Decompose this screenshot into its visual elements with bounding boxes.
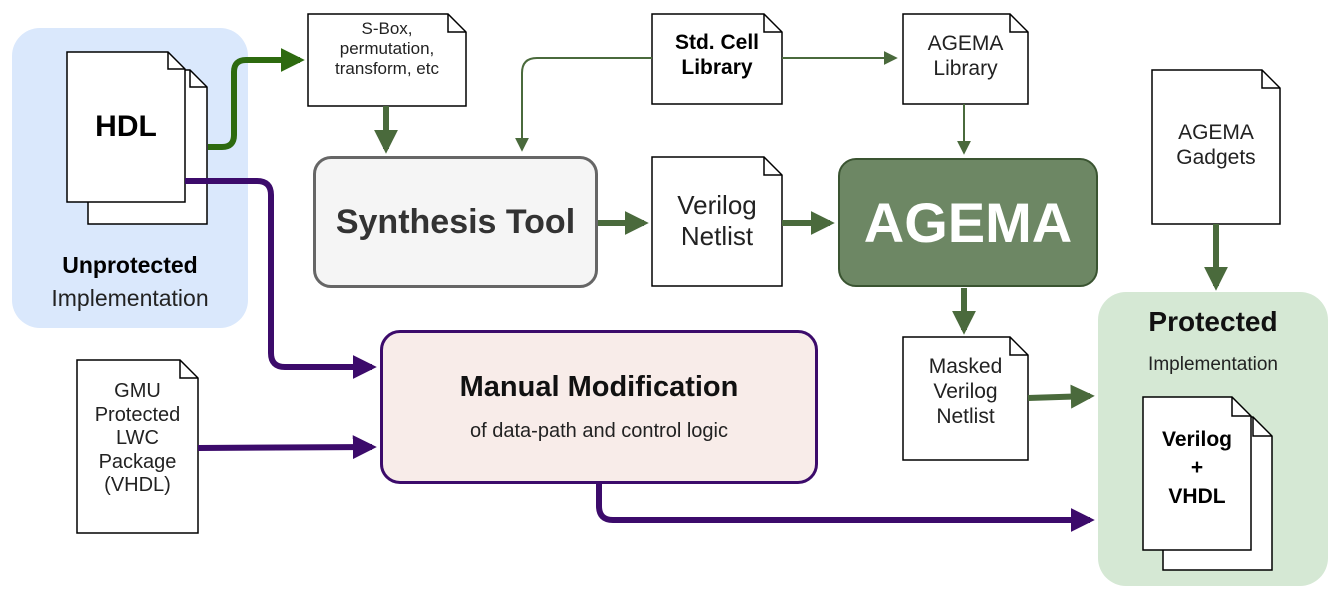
agema-library-line2: Library — [933, 56, 998, 80]
gmu-doc-text: GMU Protected LWC Package (VHDL) — [77, 380, 198, 498]
arrow-masked-to-protected — [1027, 384, 1095, 409]
std-cell-library-document-icon — [651, 13, 783, 105]
gmu-document-icon — [76, 359, 199, 534]
unprotected-subtitle: Implementation — [51, 285, 209, 311]
agema-library-doc-text: AGEMA Library — [903, 32, 1028, 82]
masked-line2: Verilog — [933, 379, 998, 403]
protected-doc-line3: VHDL — [1168, 484, 1226, 508]
protected-subtitle: Implementation — [1148, 354, 1278, 375]
arrow-stdcell-to-synthesis — [515, 57, 652, 152]
agema-gadgets-document-icon — [1151, 69, 1281, 225]
hdl-document-icon — [66, 51, 208, 225]
agema-gadgets-line2: Gadgets — [1176, 145, 1256, 169]
masked-netlist-document-icon — [902, 336, 1029, 461]
masked-line3: Netlist — [936, 404, 995, 428]
sbox-doc-text: S-Box, permutation, transform, etc — [308, 19, 466, 79]
gmu-line2: Protected — [94, 403, 181, 426]
sbox-line2: permutation, — [339, 39, 435, 59]
arrow-gmu-to-manual — [197, 435, 377, 460]
arrow-hdl-to-sbox — [208, 48, 305, 150]
hdl-label: HDL — [95, 110, 157, 143]
verilog-netlist-document-icon — [651, 156, 783, 287]
gmu-line3: LWC — [116, 427, 159, 450]
verilog-netlist-line1: Verilog — [677, 190, 757, 220]
unprotected-title: Unprotected — [62, 252, 198, 278]
agema-library-document-icon — [902, 13, 1029, 105]
protected-doc-text: Verilog + VHDL — [1143, 426, 1251, 511]
synthesis-tool-label: Synthesis Tool — [335, 202, 576, 241]
arrow-hdl-to-manual — [185, 178, 377, 379]
gmu-line5: (VHDL) — [104, 474, 171, 497]
verilog-netlist-line2: Netlist — [680, 220, 754, 251]
gmu-line1: GMU — [114, 380, 161, 402]
manual-modification-subtitle: of data-path and control logic — [470, 420, 728, 442]
protected-doc-line1: Verilog — [1161, 428, 1233, 451]
agema-gadgets-line1: AGEMA — [1178, 121, 1254, 144]
verilog-netlist-doc-text: Verilog Netlist — [652, 190, 782, 251]
arrow-manual-to-protected — [596, 484, 1095, 532]
sbox-line1: S-Box, — [361, 19, 413, 38]
masked-line1: Masked — [928, 355, 1003, 378]
protected-document-icon — [1142, 396, 1273, 571]
sbox-line3: transform, etc — [335, 59, 439, 79]
masked-netlist-doc-text: Masked Verilog Netlist — [903, 355, 1028, 429]
agema-library-line1: AGEMA — [927, 32, 1004, 55]
gmu-line4: Package — [98, 450, 177, 473]
manual-modification-box: Manual Modification of data-path and con… — [380, 330, 818, 484]
agema-label: AGEMA — [863, 191, 1073, 254]
std-cell-line2: Library — [681, 55, 753, 79]
std-cell-doc-text: Std. Cell Library — [652, 31, 782, 81]
sbox-document-icon — [307, 13, 467, 107]
protected-doc-line2: + — [1190, 456, 1204, 480]
agema-gadgets-doc-text: AGEMA Gadgets — [1152, 121, 1280, 171]
std-cell-line1: Std. Cell — [674, 31, 759, 54]
manual-modification-title: Manual Modification — [459, 371, 739, 403]
synthesis-tool-box: Synthesis Tool — [313, 156, 598, 288]
protected-title: Protected — [1148, 306, 1278, 337]
agema-box: AGEMA — [838, 158, 1098, 287]
